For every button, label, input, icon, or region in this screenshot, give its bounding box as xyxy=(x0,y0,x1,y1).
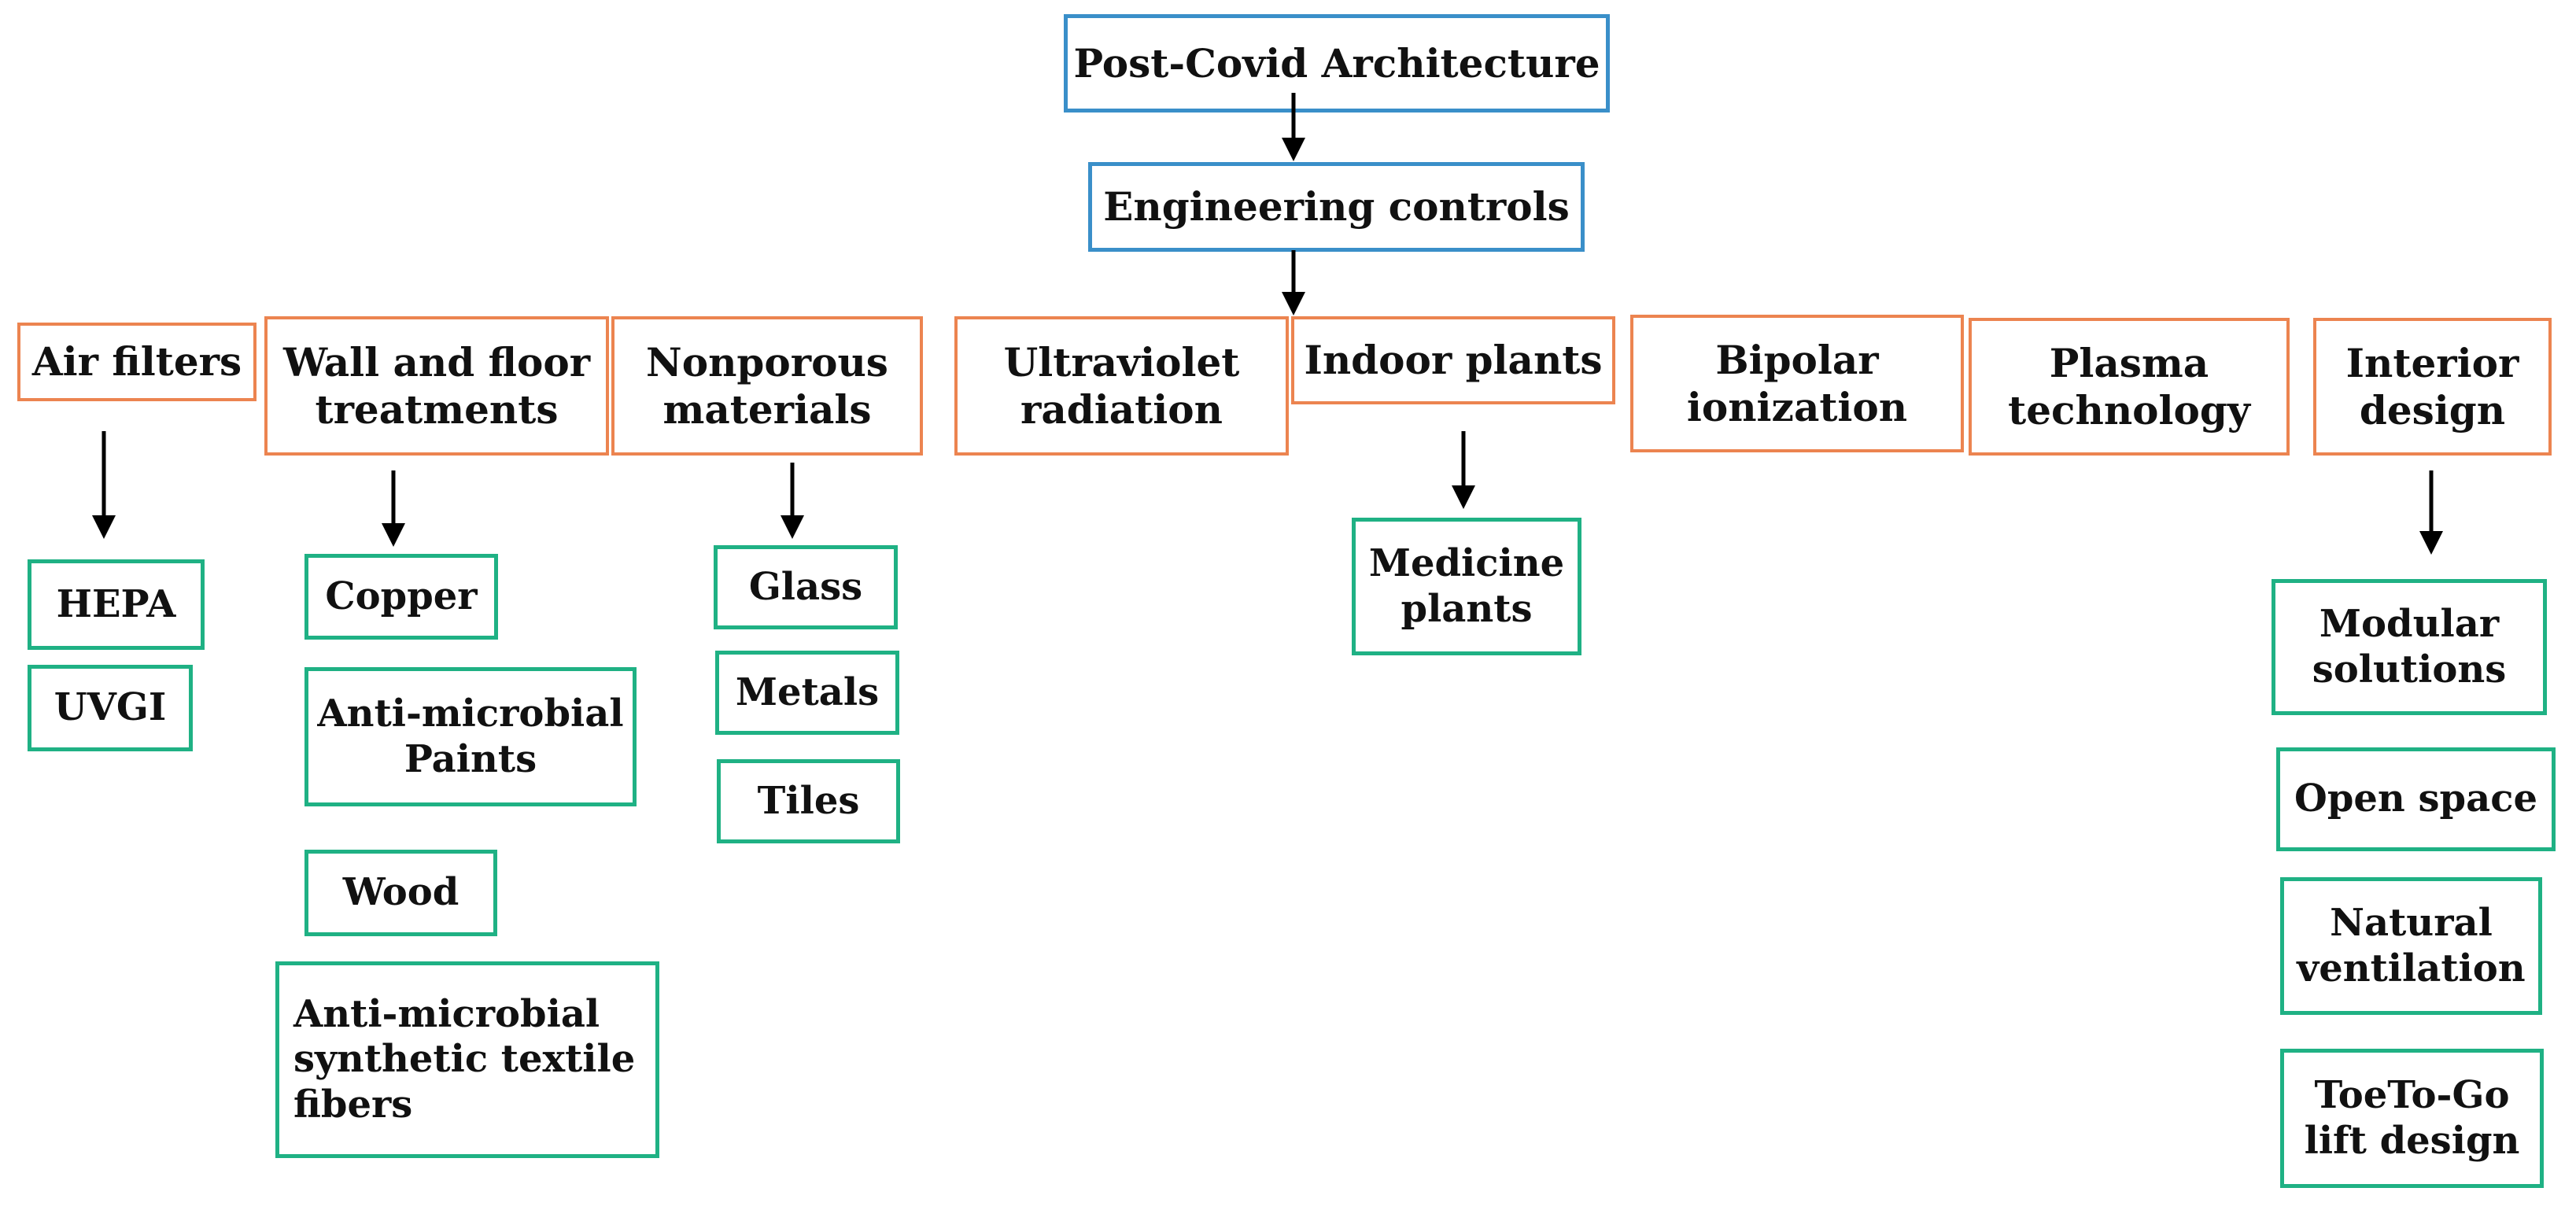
item-toetogo-lift-design-line-2: lift design xyxy=(2304,1118,2520,1163)
node-engineering-controls-label: Engineering controls xyxy=(1103,183,1570,230)
item-hepa-line-1: HEPA xyxy=(56,581,176,626)
item-natural-ventilation-line-2: ventilation xyxy=(2297,946,2526,991)
category-plasma-technology-line-1: Plasma xyxy=(2049,339,2209,386)
category-nonporous-materials-line-1: Nonporous xyxy=(646,338,888,386)
item-anti-microbial-synthetic-textile-fibers: Anti-microbial synthetic textile fibers xyxy=(275,961,659,1158)
category-nonporous-materials: Nonporous materials xyxy=(611,316,923,456)
item-anti-microbial-paints-line-1: Anti-microbial xyxy=(317,691,624,736)
category-ultraviolet-radiation-line-1: Ultraviolet xyxy=(1003,338,1240,386)
category-bipolar-ionization-line-2: ionization xyxy=(1686,383,1908,430)
category-wall-and-floor-treatments-line-1: Wall and floor xyxy=(282,338,591,386)
category-wall-and-floor-treatments: Wall and floor treatments xyxy=(264,316,609,456)
item-natural-ventilation-line-1: Natural xyxy=(2330,900,2493,945)
category-air-filters: Air filters xyxy=(17,323,256,401)
category-interior-design: Interior design xyxy=(2313,318,2552,456)
item-anti-microbial-paints: Anti-microbial Paints xyxy=(304,667,637,806)
node-post-covid-architecture-label: Post-Covid Architecture xyxy=(1073,39,1600,87)
item-modular-solutions: Modular solutions xyxy=(2272,579,2547,715)
category-ultraviolet-radiation-line-2: radiation xyxy=(1020,386,1223,433)
item-metals-line-1: Metals xyxy=(735,670,880,714)
item-wood-line-1: Wood xyxy=(342,870,459,915)
item-wood: Wood xyxy=(304,850,497,936)
item-toetogo-lift-design: ToeTo-Go lift design xyxy=(2280,1049,2544,1188)
node-engineering-controls: Engineering controls xyxy=(1088,162,1585,252)
item-open-space: Open space xyxy=(2276,747,2556,851)
node-post-covid-architecture: Post-Covid Architecture xyxy=(1064,14,1610,113)
item-anti-microbial-synthetic-textile-fibers-line-2: synthetic textile xyxy=(293,1037,636,1082)
category-interior-design-line-2: design xyxy=(2359,386,2506,433)
item-glass-line-1: Glass xyxy=(748,564,863,609)
category-interior-design-line-1: Interior xyxy=(2345,339,2519,386)
item-natural-ventilation: Natural ventilation xyxy=(2280,877,2542,1015)
item-anti-microbial-synthetic-textile-fibers-line-1: Anti-microbial xyxy=(293,991,600,1036)
category-air-filters-line-1: Air filters xyxy=(31,338,242,385)
category-indoor-plants-line-1: Indoor plants xyxy=(1304,337,1603,383)
category-ultraviolet-radiation: Ultraviolet radiation xyxy=(954,316,1289,456)
category-nonporous-materials-line-2: materials xyxy=(662,386,872,433)
item-copper-line-1: Copper xyxy=(325,574,478,618)
item-tiles: Tiles xyxy=(717,759,900,843)
category-bipolar-ionization: Bipolar ionization xyxy=(1630,315,1964,452)
item-modular-solutions-line-2: solutions xyxy=(2312,647,2507,692)
item-uvgi-line-1: UVGI xyxy=(54,685,167,730)
item-uvgi: UVGI xyxy=(28,665,193,751)
item-medicine-plants-line-2: plants xyxy=(1401,586,1533,631)
item-anti-microbial-synthetic-textile-fibers-line-3: fibers xyxy=(293,1082,413,1127)
item-medicine-plants-line-1: Medicine xyxy=(1368,540,1565,585)
category-plasma-technology: Plasma technology xyxy=(1969,318,2290,456)
item-metals: Metals xyxy=(715,651,899,735)
category-wall-and-floor-treatments-line-2: treatments xyxy=(315,386,559,433)
item-modular-solutions-line-1: Modular xyxy=(2319,601,2500,646)
item-hepa: HEPA xyxy=(28,559,205,650)
category-plasma-technology-line-2: technology xyxy=(2008,386,2250,433)
item-toetogo-lift-design-line-1: ToeTo-Go xyxy=(2314,1072,2510,1117)
item-tiles-line-1: Tiles xyxy=(757,778,860,823)
item-anti-microbial-paints-line-2: Paints xyxy=(404,736,537,781)
item-copper: Copper xyxy=(304,554,498,640)
item-open-space-line-1: Open space xyxy=(2294,777,2537,821)
item-medicine-plants: Medicine plants xyxy=(1352,518,1581,655)
item-glass: Glass xyxy=(714,545,898,629)
category-indoor-plants: Indoor plants xyxy=(1291,316,1615,404)
category-bipolar-ionization-line-1: Bipolar xyxy=(1715,336,1879,383)
